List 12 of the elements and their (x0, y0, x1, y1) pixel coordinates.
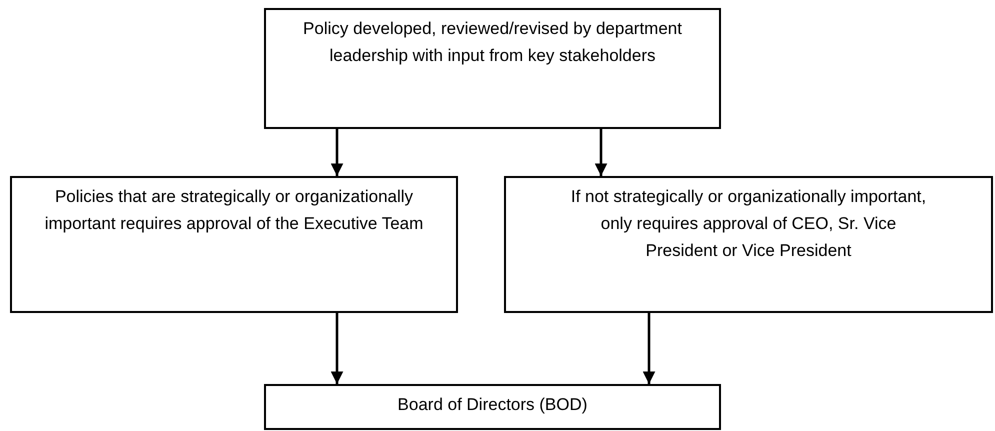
box-text: If not strategically or organizationally important, only requires approval of CEO, Sr. Vice President or Vice President (570, 186, 928, 262)
process-box (264, 384, 721, 430)
process-box (10, 176, 458, 313)
arrow (594, 129, 608, 176)
process-box (264, 8, 721, 129)
arrow (642, 313, 656, 384)
box-text: Policies that are strategically or organizationally important requires approval of the Executive Team (44, 186, 424, 235)
box-text: Board of Directors (BOD) (396, 394, 588, 416)
arrow (330, 313, 344, 384)
process-box (504, 176, 993, 313)
arrow (330, 129, 344, 176)
box-text: Policy developed, reviewed/revised by department leadership with input from key stakeholders (302, 18, 683, 67)
